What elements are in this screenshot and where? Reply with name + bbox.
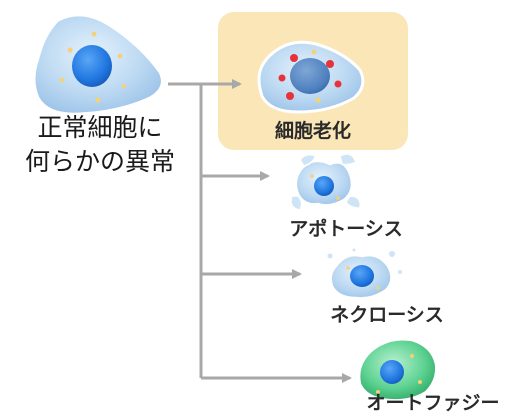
apoptotic-cell-icon xyxy=(290,153,362,211)
normal-cell-icon xyxy=(32,13,164,116)
outcome-label-autophagy: オートファジー xyxy=(366,392,500,414)
outcome-label-necrosis: ネクローシス xyxy=(330,304,444,326)
senescent-cell-icon xyxy=(257,40,365,114)
source-label-line2: 何らかの異常 xyxy=(24,147,175,176)
outcome-label-apoptosis: アポトーシス xyxy=(289,218,403,240)
autophagic-cell-icon xyxy=(357,338,438,402)
necrotic-cell-icon xyxy=(326,247,403,300)
source-label-line1: 正常細胞に xyxy=(37,113,163,142)
connector-lines xyxy=(168,79,352,383)
outcome-label-senescence: 細胞老化 xyxy=(274,120,351,142)
